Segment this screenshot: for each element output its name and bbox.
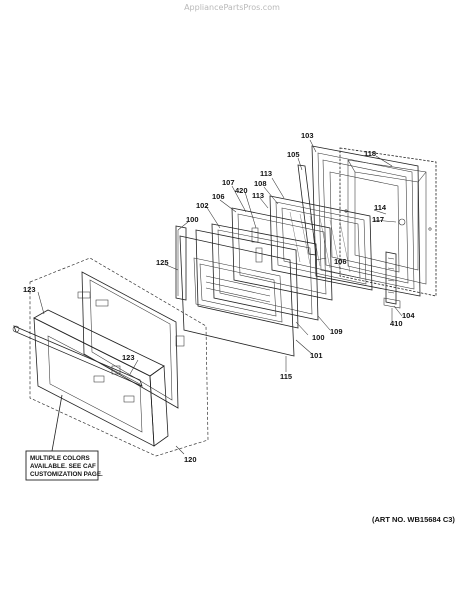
inner-door-panel (339, 147, 437, 297)
glass-panel-outer (175, 225, 187, 301)
callout-420: 420 (235, 186, 248, 195)
glass-panel-middle (211, 223, 319, 321)
door-hinge (383, 251, 401, 309)
callout-115: 115 (280, 372, 292, 381)
note-line-3: CUSTOMIZATION PAGE. (30, 471, 103, 478)
callout-103: 103 (301, 131, 314, 140)
art-number: (ART NO. WB15684 C3) (372, 515, 455, 524)
watermark: AppliancePartsPros.com (184, 3, 280, 12)
callout-108: 108 (254, 179, 267, 188)
callout-100: 100 (186, 215, 199, 224)
callout-105: 105 (287, 150, 300, 159)
callout-118: 118 (364, 149, 376, 158)
note-line-2: AVAILABLE. SEE CAF (30, 463, 96, 470)
note-line-1: MULTIPLE COLORS (30, 455, 90, 462)
color-note-box: MULTIPLE COLORS AVAILABLE. SEE CAF CUSTO… (25, 394, 103, 481)
callout-113: 113 (260, 169, 272, 178)
leader-lines (37, 139, 403, 455)
callout-100-right: 100 (312, 333, 325, 342)
glass-panel-trimmed (195, 229, 299, 329)
callout-120: 120 (184, 455, 197, 464)
callout-101: 101 (310, 351, 323, 360)
outer-door-glass (179, 235, 295, 357)
callout-114: 114 (374, 203, 387, 212)
callout-113-lower: 113 (252, 191, 264, 200)
callout-106: 106 (212, 192, 225, 201)
callout-106-right: 106 (334, 257, 347, 266)
callout-labels: 103 118 105 113 108 107 420 113 106 102 … (23, 131, 415, 464)
callout-107: 107 (222, 178, 235, 187)
callout-102: 102 (196, 201, 209, 210)
callout-123: 123 (23, 285, 36, 294)
callout-104: 104 (402, 311, 415, 320)
callout-125: 125 (156, 258, 169, 267)
callout-109: 109 (330, 327, 343, 336)
callout-123-lower: 123 (122, 353, 135, 362)
callout-117: 117 (372, 215, 384, 224)
outer-door-assembly (12, 257, 209, 457)
callout-410: 410 (390, 319, 403, 328)
